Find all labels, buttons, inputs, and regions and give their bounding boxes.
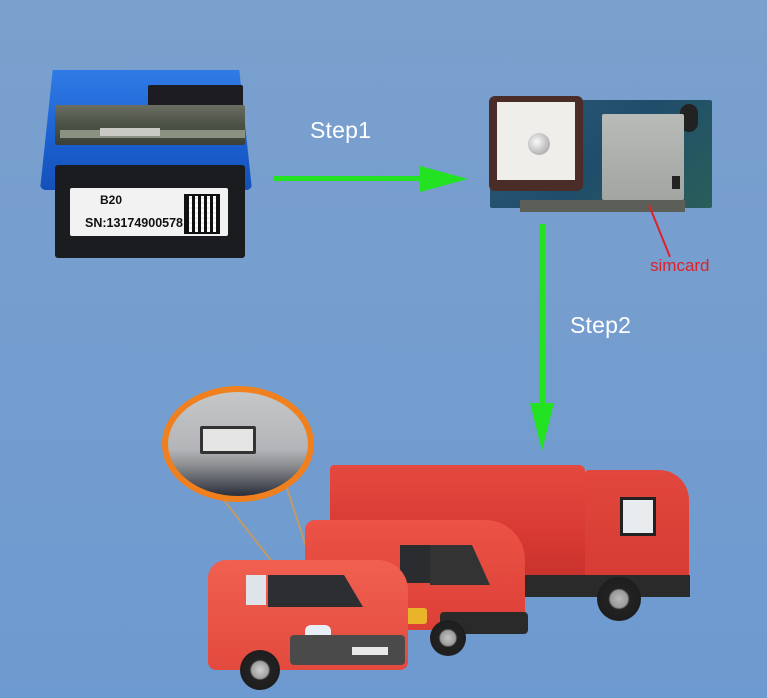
obd-device-serial: SN:13174900578	[85, 216, 183, 230]
gps-module-board-base	[520, 200, 685, 212]
van-wheel	[430, 620, 466, 656]
small-van-side-window	[246, 575, 266, 605]
van-headlight	[405, 608, 427, 624]
step1-label: Step1	[310, 117, 372, 143]
obd-device-circuit-board	[55, 105, 245, 145]
arrow-down-icon	[530, 403, 554, 451]
small-van-license-plate	[352, 647, 388, 655]
small-van-wheel	[240, 650, 280, 690]
obd-port-icon	[200, 426, 256, 454]
sim-slot-notch	[672, 176, 680, 189]
truck-window	[620, 497, 656, 536]
arrow-right-icon	[420, 166, 468, 192]
truck-wheel	[597, 577, 641, 621]
gps-antenna-pin	[528, 133, 550, 155]
sim-card-slot	[602, 114, 684, 200]
truck-chassis	[500, 575, 690, 597]
simcard-annotation: simcard	[650, 256, 710, 275]
simcard-pointer-line	[648, 204, 671, 258]
obd-device-shield	[100, 128, 160, 136]
obd-device-model: B20	[100, 193, 123, 207]
qr-code-icon	[184, 194, 220, 234]
step2-arrow-shaft	[539, 224, 545, 414]
step1-arrow-shaft	[273, 176, 443, 181]
step2-label: Step2	[570, 312, 632, 338]
gps-module-buzzer	[680, 104, 698, 132]
